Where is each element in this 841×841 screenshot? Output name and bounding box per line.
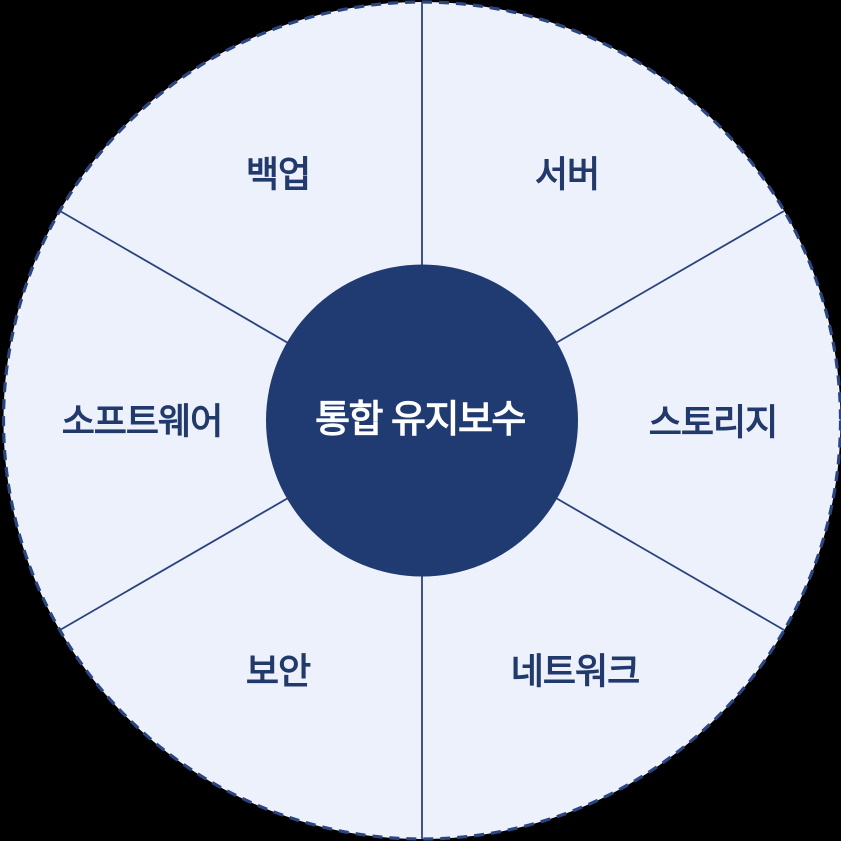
segment-label-storage: 스토리지: [649, 402, 777, 443]
segment-label-software: 소프트웨어: [62, 401, 223, 442]
center-hub-label: 통합 유지보수: [315, 399, 525, 441]
segment-label-server: 서버: [535, 154, 599, 195]
segment-label-backup: 백업: [246, 154, 310, 195]
segment-label-security: 보안: [246, 651, 311, 692]
center-hub-circle: [266, 264, 578, 577]
segment-label-network: 네트워크: [511, 651, 639, 692]
